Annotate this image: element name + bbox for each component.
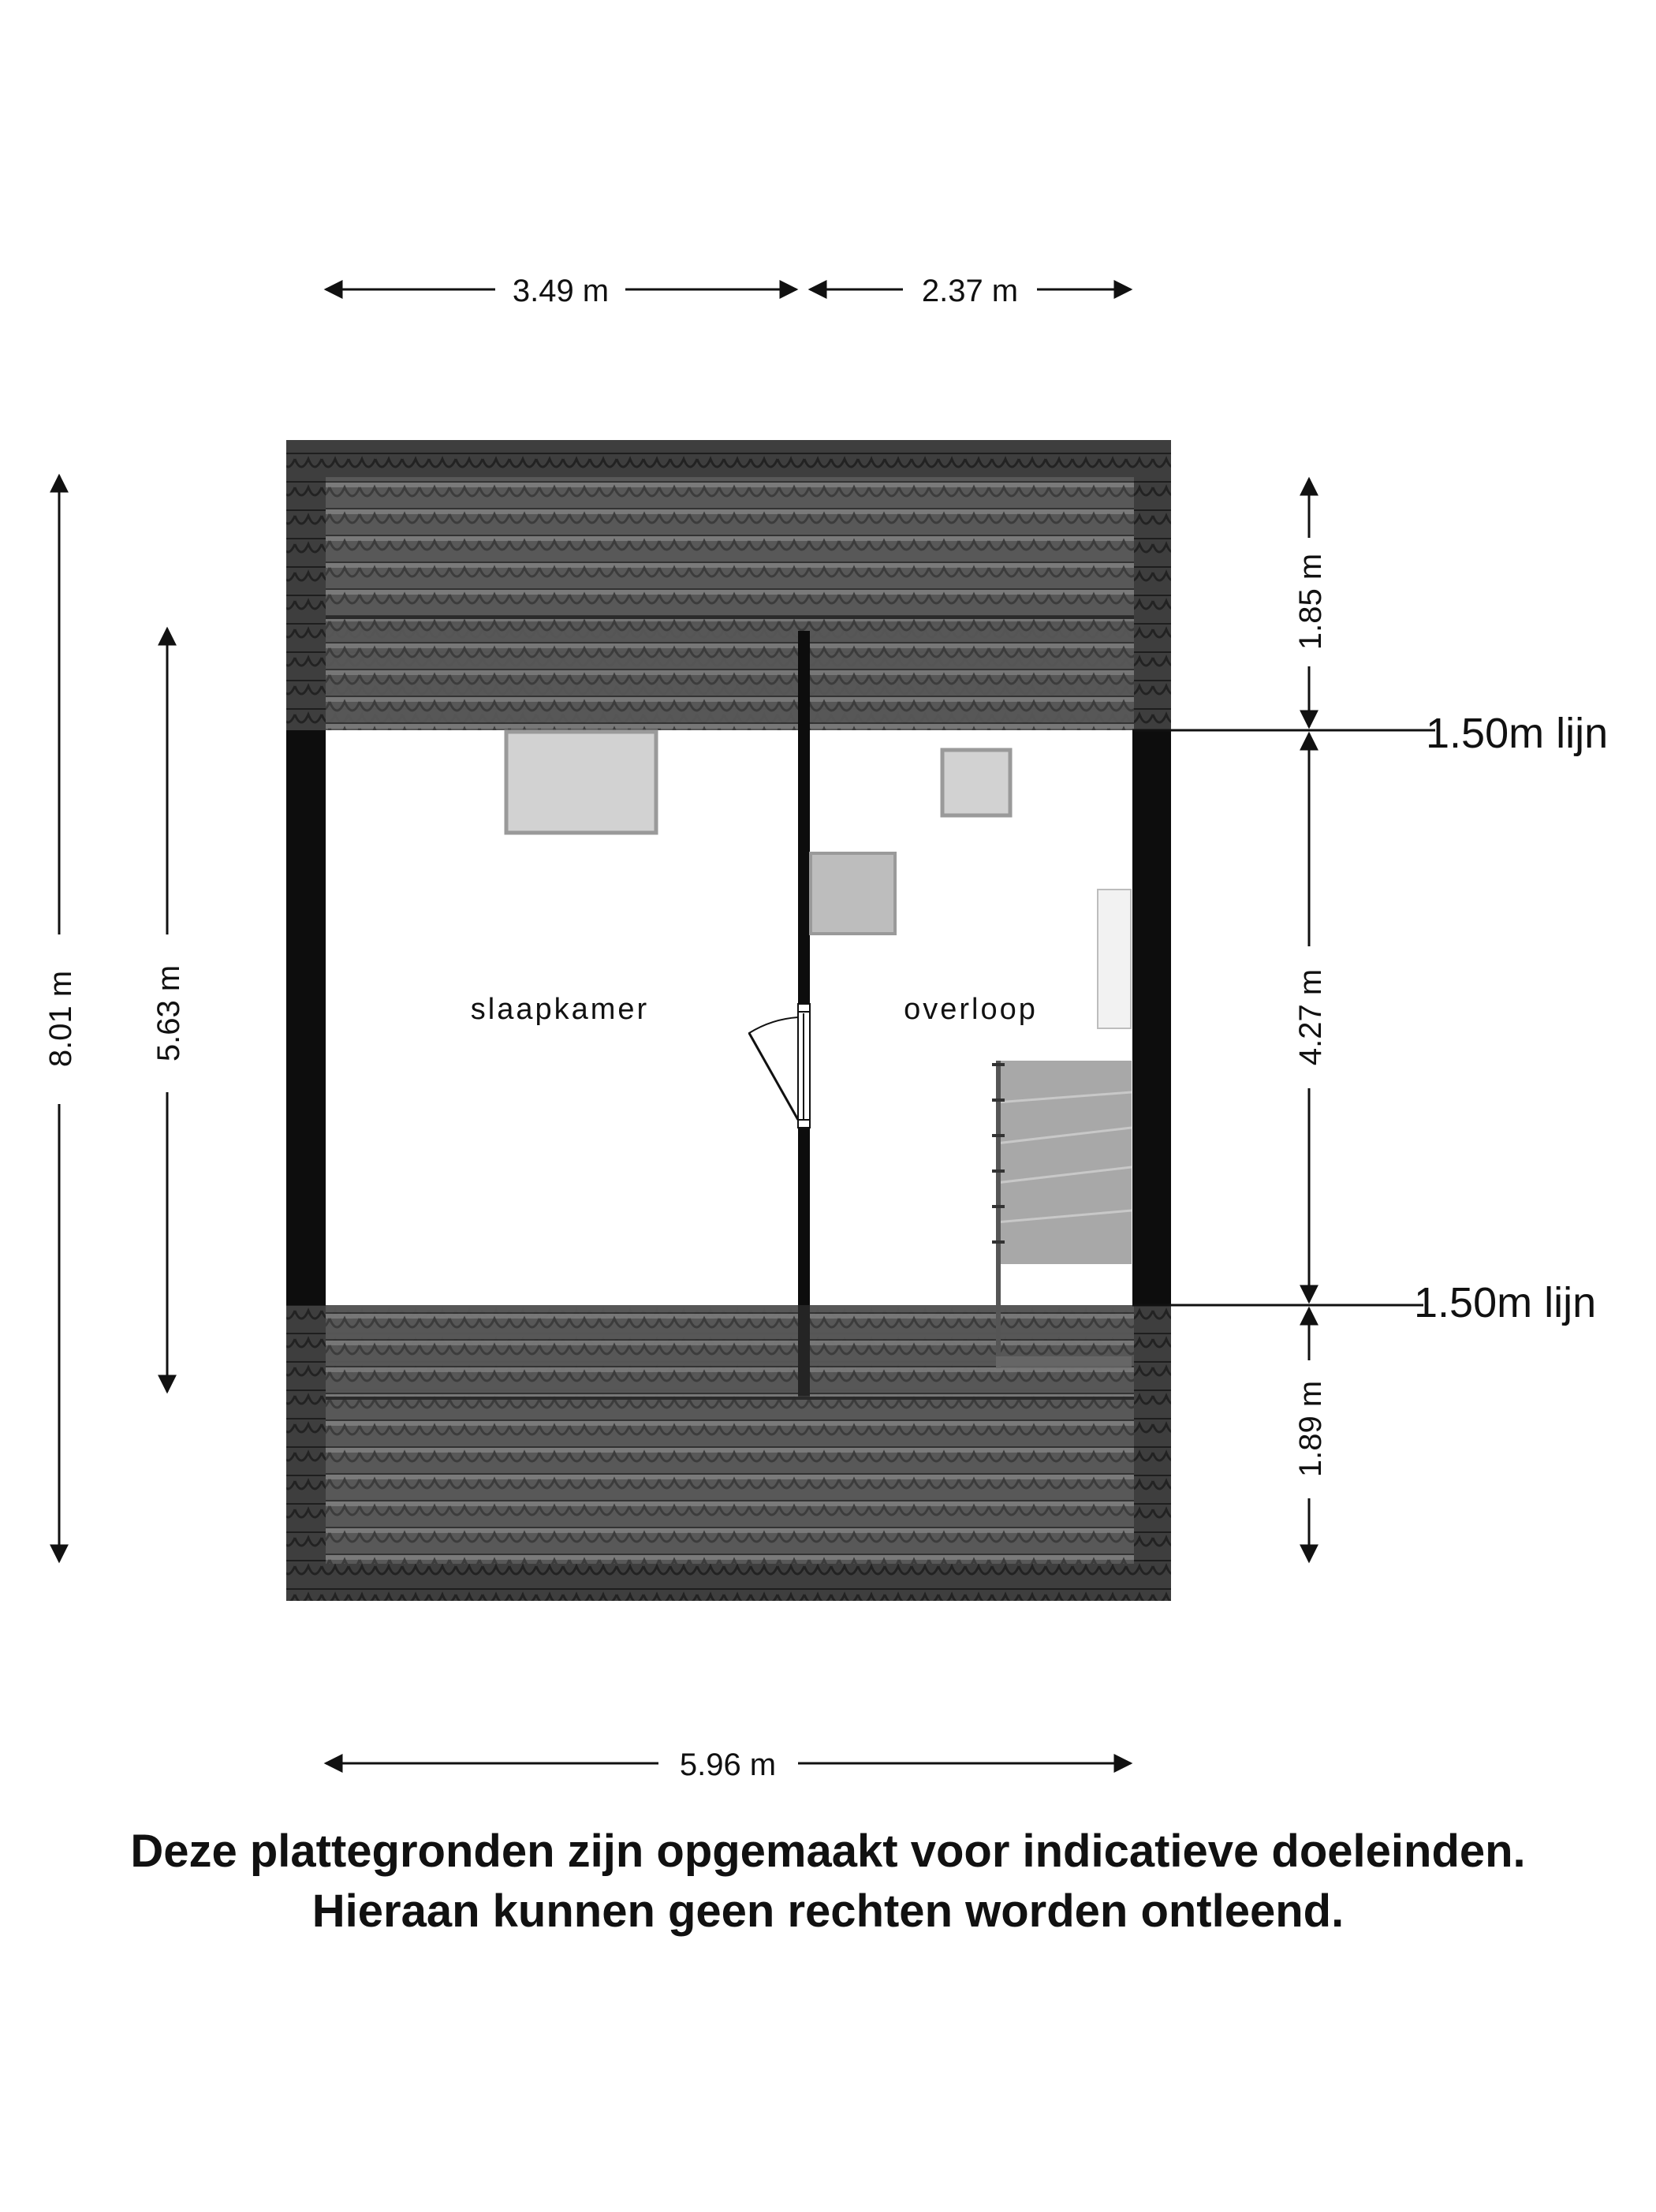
roof-top-slope xyxy=(326,477,1134,617)
roof-bottom-slope xyxy=(326,1398,1134,1564)
dim-left-outer: 8.01 m xyxy=(43,971,78,1067)
roof-bottom-inner-slope xyxy=(326,1305,1134,1398)
wall-divider-upper xyxy=(798,631,810,1009)
roof-top-inner-slope xyxy=(326,617,1134,730)
room-label-slaapkamer: slaapkamer xyxy=(471,993,649,1026)
dim-top-right: 2.37 m xyxy=(922,274,1018,308)
walls xyxy=(286,631,1171,1398)
dim-top-left: 3.49 m xyxy=(513,274,609,308)
stair-rail xyxy=(996,1061,1001,1368)
fixtures xyxy=(504,729,1132,1029)
skylight-landing xyxy=(940,748,1013,818)
dim-right-top: 1.85 m xyxy=(1293,554,1328,650)
wall-right xyxy=(1132,730,1171,1305)
door xyxy=(748,1003,811,1128)
disclaimer-line-1: Deze plattegronden zijn opgemaakt voor i… xyxy=(130,1826,1526,1877)
line-label-lower: 1.50m lijn xyxy=(1414,1279,1596,1326)
line-label-upper: 1.50m lijn xyxy=(1426,710,1608,757)
staircase xyxy=(992,1061,1132,1368)
stair-treads xyxy=(996,1061,1132,1264)
dim-bottom: 5.96 m xyxy=(680,1748,776,1782)
wall-left xyxy=(286,730,326,1305)
skylight-bedroom xyxy=(504,729,658,835)
dim-right-bottom: 1.89 m xyxy=(1293,1381,1328,1477)
dim-left-inner: 5.63 m xyxy=(151,965,186,1061)
height-lines xyxy=(1132,729,1435,1307)
radiator xyxy=(1097,889,1132,1029)
dim-right-middle: 4.27 m xyxy=(1293,969,1328,1065)
room-label-overloop: overloop xyxy=(904,993,1038,1026)
disclaimer-line-2: Hieraan kunnen geen rechten worden ontle… xyxy=(311,1886,1345,1937)
cabinet xyxy=(809,852,897,935)
